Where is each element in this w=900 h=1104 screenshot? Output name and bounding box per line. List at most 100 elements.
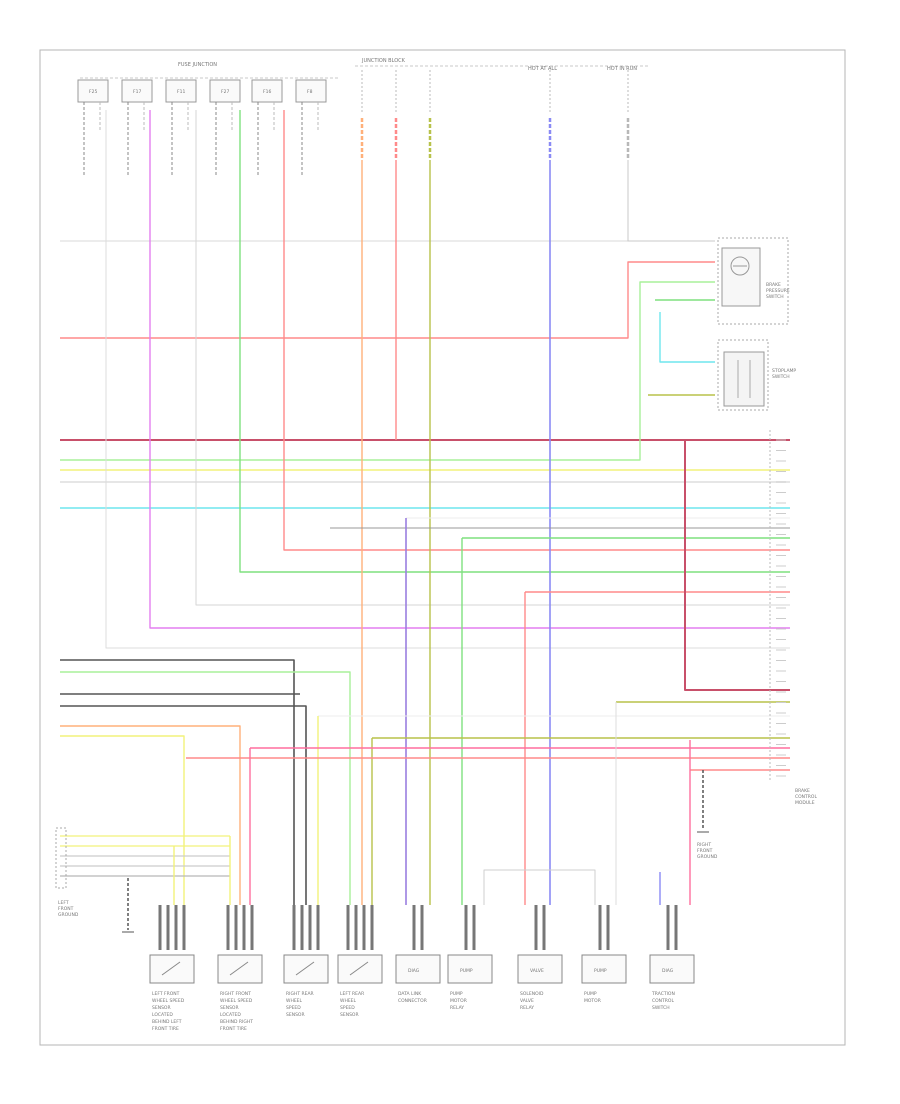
- connector-pin: [370, 905, 374, 950]
- wire: [105, 110, 790, 649]
- fuse-4: F16: [251, 79, 283, 175]
- component-label: SENSOR: [152, 1005, 171, 1011]
- component-label: PUMP: [450, 991, 463, 997]
- bcm-label-2: CONTROL: [795, 794, 817, 800]
- brake-pressure-label-1: BRAKE: [766, 282, 781, 288]
- fuse-drops: [360, 70, 630, 160]
- component-label: LOCATED: [152, 1012, 173, 1018]
- component-body: [581, 954, 627, 984]
- bcm-label-1: BRAKE: [795, 788, 810, 794]
- wire: [283, 110, 790, 551]
- fuse-label: F17: [133, 89, 141, 95]
- wire: [684, 440, 790, 691]
- component-symbol: [229, 961, 249, 976]
- brake-control-module: BRAKE CONTROL MODULE: [769, 430, 817, 806]
- fuse-label: F27: [221, 89, 229, 95]
- right-ground: RIGHT FRONT GROUND: [697, 770, 718, 860]
- fuse-label: F8: [307, 89, 313, 95]
- component-label: RELAY: [450, 1005, 464, 1011]
- component-label: MOTOR: [450, 998, 467, 1004]
- bcm-label-3: MODULE: [795, 800, 815, 806]
- component-body: [517, 954, 563, 984]
- brake-pressure-label-2: PRESSURE: [766, 288, 790, 294]
- component-label: PUMP: [584, 991, 597, 997]
- component-symbol: [349, 961, 369, 976]
- connector-pin: [362, 905, 366, 950]
- connector-pin: [166, 905, 170, 950]
- component-label: FRONT TIRE: [220, 1026, 247, 1032]
- component-label: SOLENOID: [520, 991, 544, 997]
- component-label: WHEEL: [340, 998, 357, 1004]
- connector-pin: [464, 905, 468, 950]
- connector-pin: [242, 905, 246, 950]
- component-label: BEHIND LEFT: [152, 1019, 182, 1025]
- wire: [195, 110, 790, 606]
- left-ground-label-3: GROUND: [58, 912, 79, 918]
- wire: [149, 110, 790, 629]
- right-ground-label-3: GROUND: [697, 854, 718, 860]
- left-hot-header: HOT AT ALL: [528, 66, 557, 72]
- connector-pin: [234, 905, 238, 950]
- junction-headers: JUNCTION BLOCK HOT AT ALL HOT IN RUN: [355, 58, 650, 72]
- component-box-label: DIAG: [408, 968, 420, 974]
- component-label: SENSOR: [340, 1012, 359, 1018]
- connector-pin: [300, 905, 304, 950]
- wire: [60, 261, 715, 339]
- connector-pin: [226, 905, 230, 950]
- fuse-label: F25: [89, 89, 97, 95]
- component-label: RIGHT REAR: [286, 991, 314, 997]
- connector-pin: [606, 905, 610, 950]
- connector-pin: [412, 905, 416, 950]
- component-body: [395, 954, 441, 984]
- fuse-box: [251, 79, 283, 103]
- stoplamp-label-1: STOPLAMP: [772, 368, 796, 374]
- stoplamp-label-2: SWITCH: [772, 374, 790, 380]
- wire: [60, 281, 715, 461]
- component-body: [649, 954, 695, 984]
- component-label: RIGHT FRONT: [220, 991, 251, 997]
- component-label: SWITCH: [652, 1005, 670, 1011]
- wire: [60, 725, 241, 905]
- fuse-box: [121, 79, 153, 103]
- fuse-box: [209, 79, 241, 103]
- fuse-5: F8: [295, 79, 327, 175]
- junction-header: JUNCTION BLOCK: [361, 58, 406, 64]
- connector-pin: [174, 905, 178, 950]
- wire: [483, 869, 596, 905]
- connector-pin: [292, 905, 296, 950]
- fuse-box: [165, 79, 197, 103]
- component-label: WHEEL: [286, 998, 303, 1004]
- component-body: [217, 954, 263, 984]
- right-hot-header: HOT IN RUN: [607, 66, 637, 72]
- component-body: [283, 954, 329, 984]
- connector-pin: [666, 905, 670, 950]
- component-label: CONTROL: [652, 998, 674, 1004]
- component-label: WHEEL SPEED: [152, 998, 185, 1004]
- component-box-label: VALVE: [530, 968, 544, 974]
- fuse-2: F11: [165, 79, 197, 175]
- component-box-label: DIAG: [662, 968, 674, 974]
- component-body: [337, 954, 383, 984]
- wire: [60, 659, 295, 905]
- connector-pin: [316, 905, 320, 950]
- fuse-label: F11: [177, 89, 185, 95]
- wire: [60, 735, 185, 905]
- connector-pin: [420, 905, 424, 950]
- component-symbol: [161, 961, 181, 976]
- component-symbol: [295, 961, 315, 976]
- component-label: TRACTION: [651, 991, 675, 997]
- left-ground-label-1: LEFT: [58, 900, 69, 906]
- component-label: MOTOR: [584, 998, 601, 1004]
- fuse-0: F25: [77, 79, 109, 175]
- component-label: LOCATED: [220, 1012, 241, 1018]
